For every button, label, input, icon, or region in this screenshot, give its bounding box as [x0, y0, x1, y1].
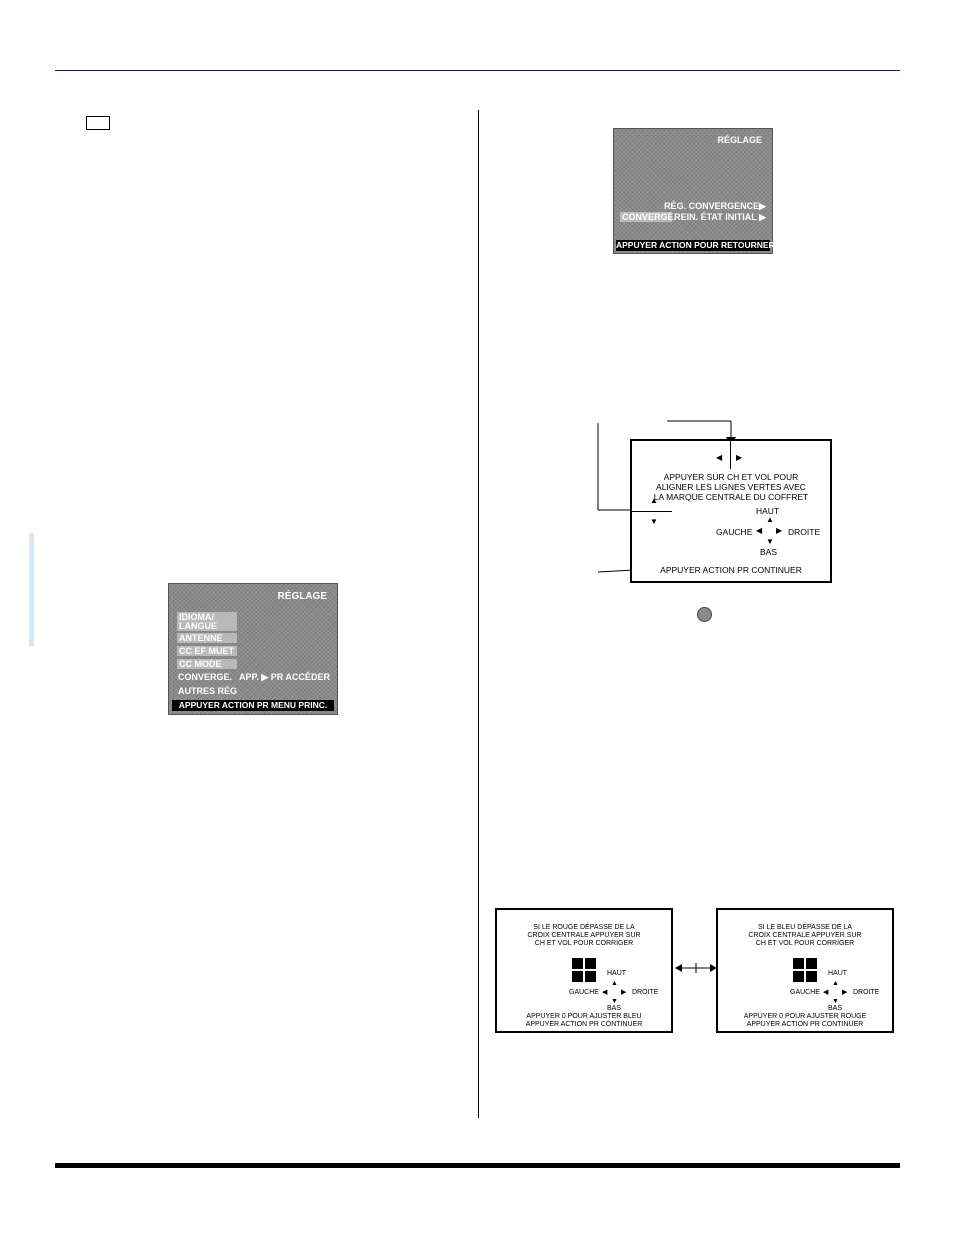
direction-right-label: DROITE [853, 989, 880, 996]
red-line-3: CH ET VOL POUR CORRIGER [534, 940, 634, 947]
blue-line-1: SI LE BLEU DÉPASSE DE LA [757, 924, 853, 931]
crosshair-square-icon [806, 971, 817, 982]
action-button-icon [697, 607, 712, 622]
osd-title: RÉGLAGE [277, 591, 327, 602]
menu-item-highlight [177, 659, 237, 669]
crosshair-square-icon [585, 971, 596, 982]
up-arrow-icon: ▲ [611, 980, 618, 987]
menu-item-highlight [177, 646, 237, 656]
direction-right-label: DROITE [632, 989, 659, 996]
instruction-line-3: LA MARQUE CENTRALE DU COFFRET [653, 492, 809, 502]
red-line-2: CROIX CENTRALE APPUYER SUR [527, 932, 641, 939]
right-arrow-icon: ▶ [621, 989, 627, 996]
direction-up-label: HAUT [828, 970, 848, 977]
center-horizontal-line [632, 511, 672, 512]
direction-left-label: GAUCHE [569, 989, 599, 996]
small-box-icon [86, 116, 110, 130]
top-rule [55, 70, 900, 71]
menu-item-cc-mute[interactable]: CC EF MUET [179, 646, 234, 656]
osd-footer: APPUYER ACTION PR MENU PRINC. [172, 700, 334, 711]
instruction-line-2: ALIGNER LES LIGNES VERTES AVEC [656, 482, 806, 492]
osd-title: RÉGLAGE [717, 135, 762, 145]
direction-right-label: DROITE [788, 527, 821, 537]
crosshair-square-icon [806, 958, 817, 969]
direction-down-label: BAS [828, 1005, 843, 1012]
down-arrow-icon: ▼ [650, 517, 658, 526]
direction-down-label: BAS [607, 1005, 622, 1012]
direction-down-label: BAS [760, 547, 778, 557]
direction-left-label: GAUCHE [790, 989, 820, 996]
crosshair-square-icon [793, 958, 804, 969]
menu-item-highlight [620, 212, 672, 222]
osd-footer: APPUYER ACTION POUR RETOURNER [616, 240, 775, 251]
crosshair-square-icon [585, 958, 596, 969]
left-arrow-icon: ◀ [756, 526, 763, 535]
bottom-rule [55, 1163, 900, 1168]
menu-item-language[interactable]: IDIOMA/ LANGUE [179, 612, 217, 631]
up-arrow-icon: ▲ [650, 496, 658, 505]
menu-item-highlight [177, 612, 237, 631]
right-arrow-icon: ▶ [842, 989, 848, 996]
left-arrow-icon: ◀ [602, 989, 608, 996]
direction-up-label: HAUT [756, 506, 780, 516]
reset-item[interactable]: REIN. ÉTAT INITIAL ▶ [674, 212, 766, 222]
instruction-line-1: APPUYER SUR CH ET VOL POUR [663, 472, 799, 482]
pattern-footer: APPUYER ACTION PR CONTINUER [660, 565, 802, 575]
blue-line-3: CH ET VOL POUR CORRIGER [755, 940, 855, 947]
left-arrow-icon: ◀ [716, 453, 723, 462]
menu-item-cc-mode[interactable]: CC MODE [179, 659, 222, 669]
up-arrow-icon: ▲ [832, 980, 839, 987]
direction-left-label: GAUCHE [716, 527, 753, 537]
osd-convergence-menu: RÉGLAGE RÉG. CONVERGENCE▶ CONVERGE. REIN… [613, 128, 775, 254]
down-arrow-icon: ▼ [832, 998, 839, 1005]
converge-label: CONVERGE. [622, 212, 677, 222]
red-footer-1: APPUYER 0 POUR AJUSTER BLEU [526, 1013, 642, 1020]
down-arrow-icon: ▼ [766, 537, 774, 546]
converge-hint: APP. ▶ PR ACCÉDER [239, 672, 330, 682]
direction-up-label: HAUT [607, 970, 627, 977]
menu-item-highlight [177, 633, 237, 643]
up-arrow-icon: ▲ [766, 515, 774, 524]
crosshair-square-icon [572, 971, 583, 982]
crosshair-square-icon [572, 958, 583, 969]
red-line-1: SI LE ROUGE DÉPASSE DE LA [533, 924, 635, 931]
down-arrow-icon: ▼ [611, 998, 618, 1005]
blue-line-2: CROIX CENTRALE APPUYER SUR [748, 932, 862, 939]
red-adjust-box: SI LE ROUGE DÉPASSE DE LA CROIX CENTRALE… [495, 908, 673, 1033]
center-vertical-line [730, 441, 731, 469]
left-arrow-icon: ◀ [823, 989, 829, 996]
right-arrow-icon: ▶ [776, 526, 783, 535]
menu-item-converge[interactable]: CONVERGE. [178, 672, 233, 682]
blue-footer-1: APPUYER 0 POUR AJUSTER ROUGE [743, 1013, 867, 1020]
blue-footer-2: APPUYER ACTION PR CONTINUER [746, 1021, 864, 1028]
right-arrow-icon: ▶ [736, 453, 743, 462]
menu-item-antenna[interactable]: ANTENNE [179, 633, 223, 643]
double-arrow-icon [675, 963, 717, 973]
convergence-test-pattern: ◀ ▶ APPUYER SUR CH ET VOL POUR ALIGNER L… [630, 439, 832, 583]
side-tab-marker [29, 533, 34, 646]
red-footer-2: APPUYER ACTION PR CONTINUER [525, 1021, 643, 1028]
osd-setup-menu: RÉGLAGE IDIOMA/ LANGUE ANTENNE CC EF MUE… [168, 583, 338, 715]
blue-adjust-box: SI LE BLEU DÉPASSE DE LA CROIX CENTRALE … [716, 908, 894, 1033]
convergence-adjust-item[interactable]: RÉG. CONVERGENCE▶ [664, 201, 766, 211]
column-divider [478, 110, 479, 1118]
crosshair-square-icon [793, 971, 804, 982]
menu-item-other[interactable]: AUTRES RÉG [178, 686, 238, 696]
